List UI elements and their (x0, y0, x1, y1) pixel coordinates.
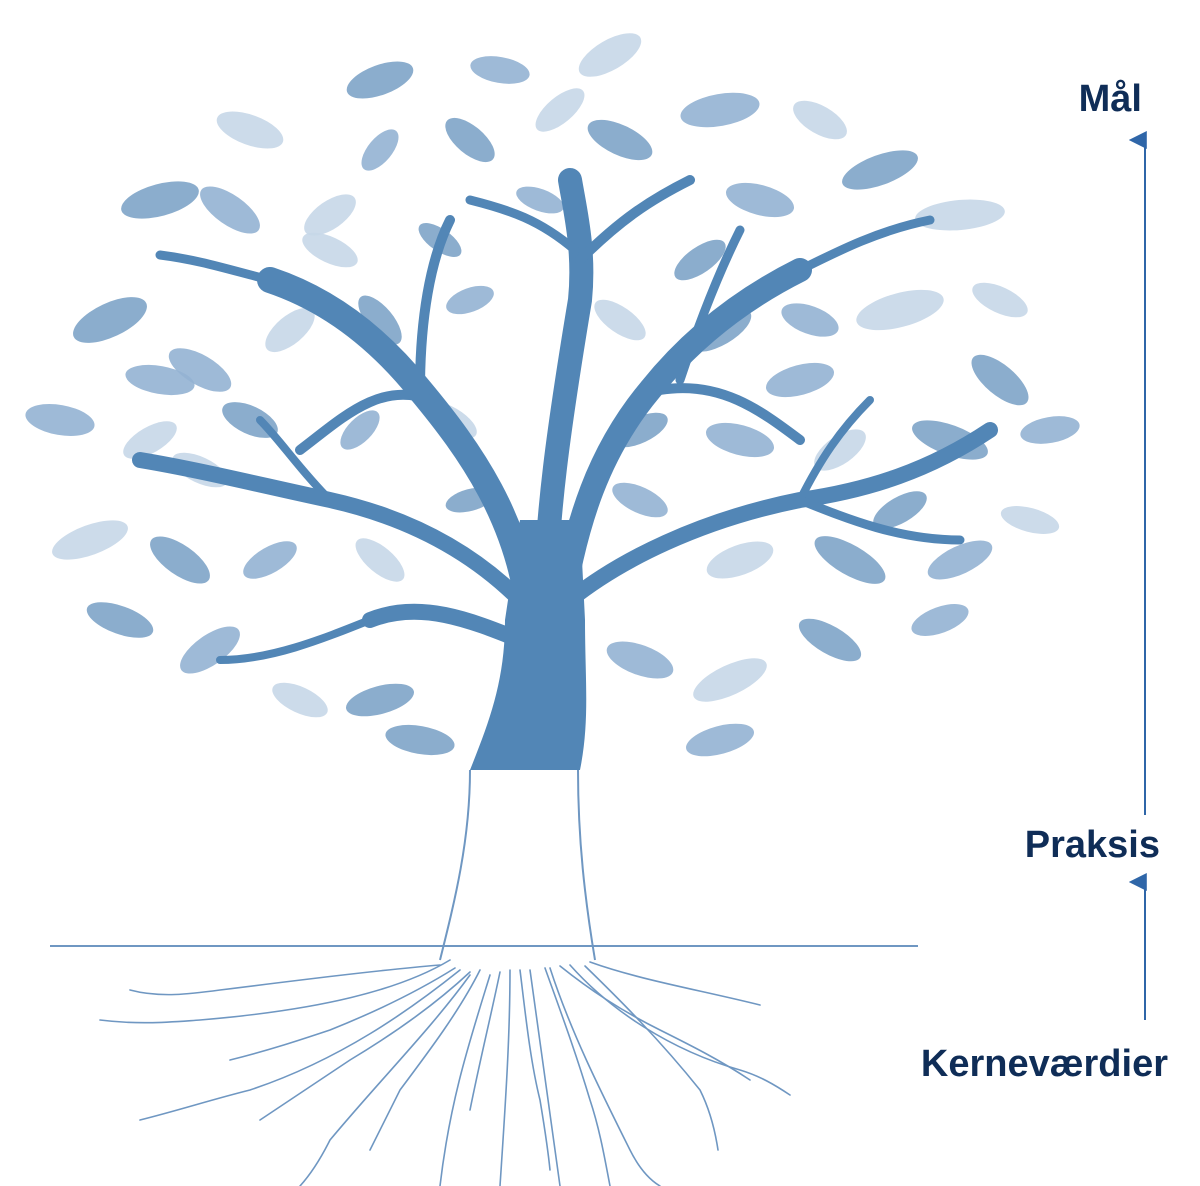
leaf (216, 111, 284, 149)
leaf (798, 618, 862, 662)
leaf (355, 538, 405, 582)
leaf (680, 92, 760, 128)
leaf (200, 186, 260, 234)
leaf (725, 182, 795, 218)
leaf (927, 540, 993, 580)
root (584, 965, 719, 1151)
root (469, 971, 501, 1111)
root (229, 967, 456, 1061)
root (529, 969, 561, 1186)
leaf (123, 421, 177, 459)
leaf (470, 56, 530, 84)
leaf (385, 724, 455, 756)
root (589, 961, 761, 1006)
root (439, 974, 491, 1186)
leaf (793, 100, 847, 140)
leaf (1020, 416, 1080, 444)
leaf (150, 536, 210, 584)
leaf (594, 299, 646, 341)
tree-trunk (470, 520, 587, 770)
tree-canopy-leaves (25, 33, 1080, 757)
practice-label: Praksis (1024, 824, 1160, 866)
leaf (693, 658, 767, 702)
goal-label: Mål (1078, 78, 1142, 120)
leaf (272, 682, 328, 718)
leaf (516, 186, 564, 214)
leaf (361, 129, 399, 171)
leaf (302, 232, 358, 268)
leaf (781, 303, 839, 337)
leaf (606, 641, 674, 679)
root (99, 959, 451, 1024)
leaf (814, 536, 886, 584)
leaf (445, 117, 495, 163)
core-values-label: Kerneværdier (920, 1043, 1168, 1085)
root (559, 965, 751, 1081)
leaf (121, 181, 199, 219)
leaf (765, 362, 835, 398)
leaf (814, 429, 866, 471)
root (299, 974, 471, 1186)
leaf (972, 282, 1028, 318)
leaf (873, 491, 927, 529)
root (544, 967, 611, 1186)
leaf (52, 520, 128, 560)
leaf (180, 626, 240, 674)
leaf (705, 422, 775, 458)
leaf (1000, 506, 1060, 534)
leaf (842, 150, 918, 190)
root (499, 969, 511, 1186)
leaf (706, 541, 774, 579)
leaf (535, 88, 585, 132)
leaf (685, 723, 755, 757)
leaf (446, 285, 494, 315)
leaf (340, 410, 380, 450)
root (519, 969, 551, 1171)
leaf (243, 541, 297, 579)
root (549, 967, 661, 1186)
leaf (856, 289, 944, 331)
leaf (25, 404, 95, 436)
leaf (358, 295, 402, 345)
trunk-outline (439, 769, 596, 961)
leaf (915, 199, 1005, 231)
leaf (265, 307, 315, 353)
root (259, 971, 471, 1121)
leaf (612, 482, 668, 518)
leaf (86, 602, 154, 638)
leaf (345, 683, 415, 717)
root (129, 964, 441, 996)
root (369, 969, 481, 1151)
leaf (73, 297, 147, 343)
leaf (971, 354, 1029, 406)
leaf (125, 364, 195, 396)
leaf (168, 348, 232, 392)
leaf (346, 61, 414, 99)
leaf (911, 604, 969, 636)
leaf (674, 239, 726, 281)
leaf (304, 194, 356, 236)
root (139, 969, 461, 1121)
leaf (587, 119, 653, 161)
tree-roots (99, 959, 791, 1186)
leaf (578, 33, 642, 77)
